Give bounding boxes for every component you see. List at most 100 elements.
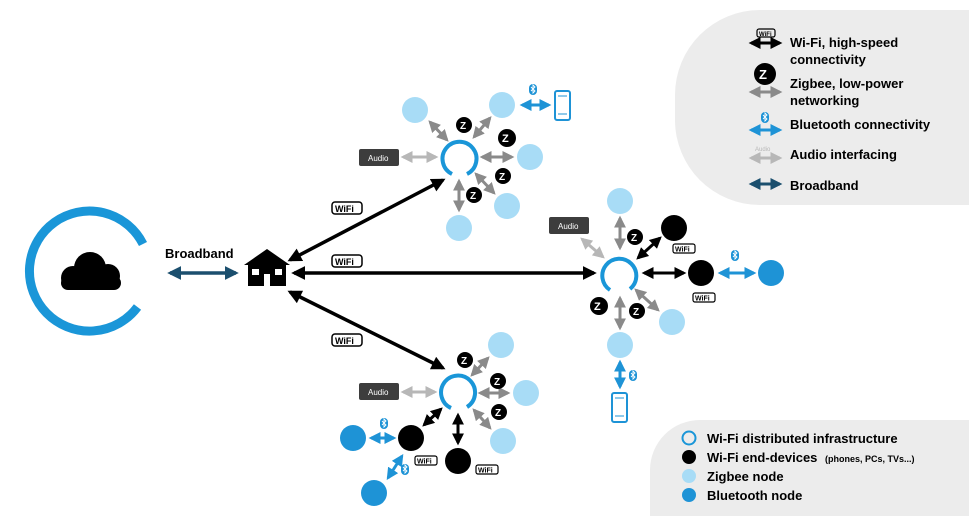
- zigbee-node: [607, 332, 633, 358]
- svg-text:WiFi: WiFi: [335, 204, 354, 214]
- wifi-badge-icon: WiFi: [672, 243, 696, 254]
- zigbee-node: [494, 193, 520, 219]
- wifi-badge-icon: WiFi: [331, 201, 363, 215]
- svg-text:WiFi: WiFi: [695, 296, 710, 303]
- svg-text:Audio interfacing: Audio interfacing: [790, 147, 897, 162]
- phone-icon: [611, 392, 628, 423]
- svg-text:Z: Z: [470, 191, 476, 202]
- svg-text:Z: Z: [495, 408, 501, 419]
- cloud-node: [24, 206, 148, 336]
- link-legend-panel: [675, 10, 969, 205]
- svg-text:Bluetooth node: Bluetooth node: [707, 488, 802, 503]
- cluster-bottom: Audio Z Z Z WiFi WiFi: [340, 332, 539, 506]
- svg-text:Audio: Audio: [368, 154, 389, 163]
- bluetooth-icon: [761, 111, 769, 123]
- svg-text:Zigbee, low-power: Zigbee, low-power: [790, 76, 903, 91]
- svg-text:connectivity: connectivity: [790, 52, 867, 67]
- wifi-badge-icon: WiFi: [475, 464, 499, 475]
- wifi-infra-hub: [600, 256, 639, 292]
- house-icon: [244, 249, 290, 286]
- zigbee-node: [517, 144, 543, 170]
- legend-bluetooth-link: Bluetooth connectivity: [748, 111, 931, 136]
- zigbee-node: [659, 309, 685, 335]
- svg-text:Wi-Fi, high-speed: Wi-Fi, high-speed: [790, 35, 898, 50]
- wifi-infra-hub: [439, 373, 478, 410]
- zigbee-icon: [754, 63, 776, 85]
- wifi-badge-icon: WiFi: [414, 455, 438, 466]
- bluetooth-node: [758, 260, 784, 286]
- cluster-right: Audio Z Z Z WiFi WiFi: [549, 188, 784, 423]
- svg-text:Z: Z: [633, 307, 639, 318]
- cloud-icon: [61, 252, 121, 290]
- audio-box: Audio: [359, 149, 399, 166]
- zigbee-node: [446, 215, 472, 241]
- svg-text:Z: Z: [759, 67, 767, 82]
- svg-text:Z: Z: [594, 301, 601, 313]
- svg-text:Zigbee node: Zigbee node: [707, 469, 784, 484]
- svg-text:Z: Z: [631, 233, 637, 244]
- bluetooth-icon: [629, 369, 637, 381]
- svg-text:Audio: Audio: [368, 388, 389, 397]
- svg-text:Z: Z: [494, 377, 500, 388]
- svg-text:Z: Z: [502, 133, 509, 145]
- legend-infra-node: Wi-Fi distributed infrastructure: [681, 430, 898, 446]
- audio-box: Audio: [549, 217, 589, 234]
- zigbee-node: [402, 97, 428, 123]
- end-device-node: [688, 260, 714, 286]
- zigbee-icon: Z: [490, 373, 506, 389]
- legend-zigbee-link: Z Zigbee, low-power networking: [748, 63, 903, 108]
- bluetooth-node: [361, 480, 387, 506]
- zigbee-icon: Z: [456, 117, 472, 133]
- svg-text:Bluetooth connectivity: Bluetooth connectivity: [790, 117, 931, 132]
- svg-text:WiFi: WiFi: [417, 459, 432, 466]
- wifi-badge-icon: WiFi: [331, 333, 363, 347]
- zigbee-icon: Z: [629, 303, 645, 319]
- bluetooth-icon: [380, 417, 388, 429]
- svg-text:WiFi: WiFi: [478, 468, 493, 475]
- wifi-link-top: [287, 178, 446, 262]
- legend-audio-link: Audio Audio interfacing: [748, 147, 897, 164]
- zigbee-node: [490, 428, 516, 454]
- svg-text:Broadband: Broadband: [790, 178, 859, 193]
- node-legend-panel: [650, 420, 969, 516]
- zigbee-icon: Z: [590, 297, 608, 315]
- audio-box: Audio: [359, 383, 399, 400]
- phone-icon: [554, 90, 571, 121]
- zigbee-icon: Z: [495, 168, 511, 184]
- svg-text:networking: networking: [790, 93, 859, 108]
- svg-text:Z: Z: [461, 356, 467, 367]
- svg-text:Z: Z: [460, 121, 466, 132]
- legend-end-device-node: Wi-Fi end-devices (phones, PCs, TVs...): [682, 450, 915, 465]
- legend-wifi-link: WiFi Wi-Fi, high-speed connectivity: [748, 28, 898, 67]
- zigbee-icon: Z: [457, 352, 473, 368]
- zigbee-node: [489, 92, 515, 118]
- wifi-link-bottom: [287, 290, 446, 370]
- broadband-label: Broadband: [165, 246, 234, 261]
- end-device-node: [661, 215, 687, 241]
- zigbee-icon: Z: [466, 187, 482, 203]
- legend-broadband-link: Broadband: [748, 178, 859, 193]
- wifi-badge-icon: WiFi: [331, 254, 363, 268]
- svg-text:WiFi: WiFi: [759, 32, 772, 38]
- cluster-top: Audio Z Z Z Z: [359, 83, 571, 241]
- end-device-node: [398, 425, 424, 451]
- svg-text:WiFi: WiFi: [335, 336, 354, 346]
- bluetooth-icon: [401, 463, 409, 475]
- bluetooth-node: [340, 425, 366, 451]
- svg-text:WiFi: WiFi: [335, 257, 354, 267]
- svg-text:Z: Z: [499, 172, 505, 183]
- bluetooth-icon: [529, 83, 537, 95]
- zigbee-icon: Z: [498, 129, 516, 147]
- svg-text:Audio: Audio: [755, 147, 771, 153]
- svg-text:Audio: Audio: [558, 222, 579, 231]
- legend-bluetooth-node: Bluetooth node: [682, 488, 802, 503]
- zigbee-icon: Z: [491, 404, 507, 420]
- end-device-node: [445, 448, 471, 474]
- zigbee-node: [513, 380, 539, 406]
- zigbee-node: [607, 188, 633, 214]
- bluetooth-icon: [731, 249, 739, 261]
- zigbee-node: [488, 332, 514, 358]
- svg-text:WiFi: WiFi: [675, 247, 690, 254]
- legend-zigbee-node: Zigbee node: [682, 469, 784, 484]
